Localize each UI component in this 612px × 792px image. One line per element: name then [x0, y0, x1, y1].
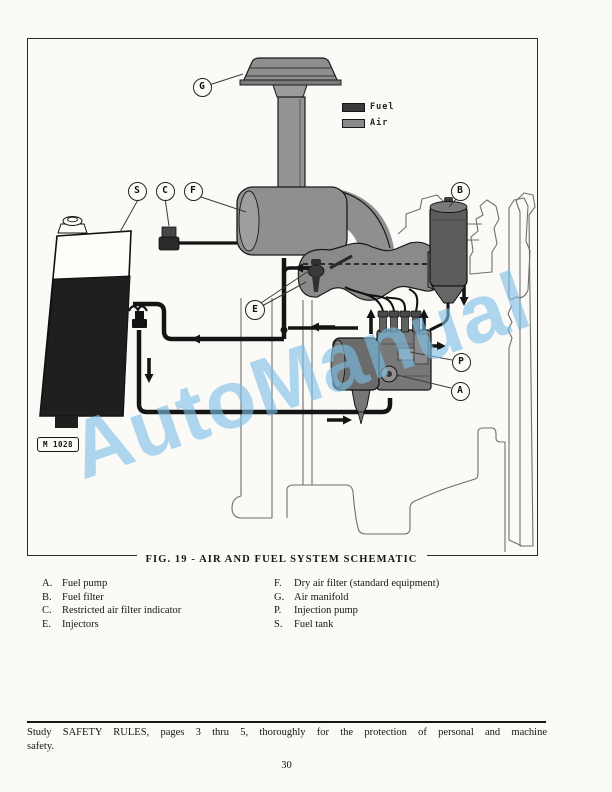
legend-row-fuel: Fuel [342, 102, 395, 112]
key-item: E. Injectors [42, 618, 99, 631]
pipe-junction [280, 326, 288, 334]
callout-letter: G [199, 80, 205, 92]
callout-letter: A [457, 384, 463, 396]
callout-letter: F [190, 184, 196, 196]
air-filter-indicator [158, 226, 237, 251]
fuel-lines [133, 258, 450, 415]
callout-fuel-pump: A [450, 381, 470, 401]
key-label: Fuel pump [62, 578, 108, 589]
injection-pump [330, 286, 432, 425]
legend: Fuel Air [342, 102, 395, 135]
safety-note-line1: Study SAFETY RULES, pages 3 thru 5, thor… [27, 727, 547, 738]
callout-letter: C [162, 184, 168, 196]
figure-caption: FIG. 19 - AIR AND FUEL SYSTEM SCHEMATIC [27, 549, 536, 567]
photo-ref-number: M 1028 [37, 437, 79, 452]
callout-letter: S [134, 184, 140, 196]
legend-label: Fuel [370, 102, 395, 112]
callout-leaders [119, 73, 458, 389]
key-letter: B. [42, 591, 52, 603]
key-letter: G. [274, 591, 285, 603]
callout-injectors: E [245, 300, 265, 320]
key-letter: C. [42, 605, 52, 616]
callout-fuel-filter: B [450, 181, 470, 201]
flow-arrows [144, 263, 469, 425]
callout-indicator: C [155, 181, 175, 201]
legend-label: Air [370, 118, 389, 128]
footer-rule [27, 721, 546, 723]
safety-note-line2: safety. [27, 741, 55, 752]
callout-injection-pump: P [451, 352, 471, 372]
key-item: A. Fuel pump [42, 577, 107, 590]
key-label: Restricted air filter indicator [62, 605, 182, 616]
key-item: G. Air manifold [274, 591, 349, 604]
fuel-filter [429, 197, 468, 304]
key-label: Air manifold [294, 591, 349, 603]
callout-dry-air-filter: F [183, 181, 203, 201]
key-letter: S. [274, 618, 283, 630]
key-label: Dry air filter (standard equipment) [294, 578, 440, 589]
page-number: 30 [281, 760, 292, 771]
fuel-swatch [342, 102, 365, 112]
dry-air-filter [236, 186, 394, 267]
air-intake-stack [239, 57, 342, 190]
callout-letter: B [457, 184, 463, 196]
key-letter: P. [274, 605, 282, 616]
key-letter: E. [42, 618, 52, 630]
injector [307, 259, 325, 292]
key-letter: A. [42, 578, 53, 589]
callout-letter: P [458, 355, 464, 367]
key-item: S. Fuel tank [274, 618, 333, 631]
fuel-tank [39, 216, 132, 428]
key-item: F. Dry air filter (standard equipment) [274, 577, 439, 590]
key-label: Injection pump [294, 605, 358, 616]
legend-row-air: Air [342, 118, 394, 128]
callout-letter: E [252, 304, 258, 315]
air-swatch [342, 118, 365, 128]
safety-note: Study SAFETY RULES, pages 3 thru 5, thor… [27, 726, 547, 754]
callout-air-manifold: G [192, 77, 212, 97]
key-item: B. Fuel filter [42, 591, 104, 604]
key-item: C. Restricted air filter indicator [42, 604, 181, 617]
figure-caption-text: FIG. 19 - AIR AND FUEL SYSTEM SCHEMATIC [136, 554, 427, 565]
key-letter: F. [274, 578, 282, 589]
key-label: Fuel tank [294, 618, 334, 630]
key-label: Injectors [62, 618, 99, 630]
key-label: Fuel filter [62, 591, 104, 603]
fuel-valve [127, 305, 148, 328]
callout-fuel-tank: S [127, 181, 147, 201]
engine-silhouette [231, 192, 536, 552]
key-item: P. Injection pump [274, 604, 358, 617]
